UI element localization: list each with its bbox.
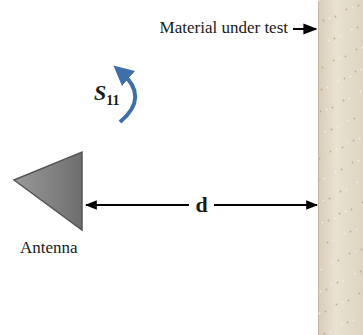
reflection-arrow xyxy=(120,72,135,122)
material-label: Material under test xyxy=(160,18,288,38)
antenna-symbol xyxy=(12,150,85,235)
material-texture xyxy=(318,0,363,335)
leader-arrow xyxy=(293,28,316,30)
material-slab: Material under test xyxy=(318,0,363,335)
s-parameter-label: S11 xyxy=(94,80,119,109)
antenna: Antenna xyxy=(12,150,85,265)
distance-label: d xyxy=(189,193,213,217)
antenna-label: Antenna xyxy=(20,238,78,258)
